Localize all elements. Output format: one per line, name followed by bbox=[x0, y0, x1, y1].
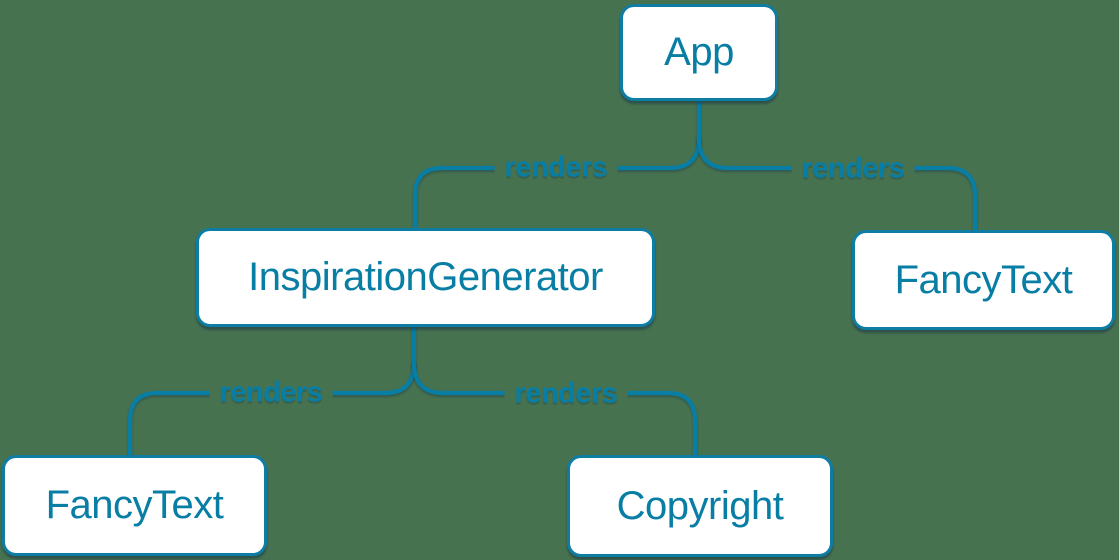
tree-node-fancy-text-bottom: FancyText bbox=[2, 455, 267, 556]
node-label: Copyright bbox=[616, 483, 784, 528]
tree-node-fancy-text-top: FancyText bbox=[852, 230, 1115, 330]
edge-inspirationgenerator-to-fancytext bbox=[127, 360, 417, 458]
node-label: App bbox=[664, 30, 734, 74]
edge-label-renders-app-fancytext: renders bbox=[791, 152, 915, 186]
tree-node-app: App bbox=[620, 4, 778, 101]
tree-node-inspiration-generator: InspirationGenerator bbox=[196, 228, 655, 327]
node-label: FancyText bbox=[894, 257, 1073, 302]
edge-label-renders-inspirationgenerator-copyright: renders bbox=[504, 377, 628, 411]
edge-app-to-inspirationgenerator bbox=[412, 135, 702, 231]
edge-label-renders-app-inspirationgenerator: renders bbox=[494, 151, 618, 185]
tree-node-copyright: Copyright bbox=[567, 455, 833, 557]
edge-inspirationgenerator-to-copyright bbox=[411, 360, 698, 458]
node-label: InspirationGenerator bbox=[248, 255, 603, 299]
edge-app-to-fancytext bbox=[696, 135, 978, 233]
edge-label-renders-inspirationgenerator-fancytext: renders bbox=[209, 376, 333, 410]
node-label: FancyText bbox=[45, 483, 224, 527]
